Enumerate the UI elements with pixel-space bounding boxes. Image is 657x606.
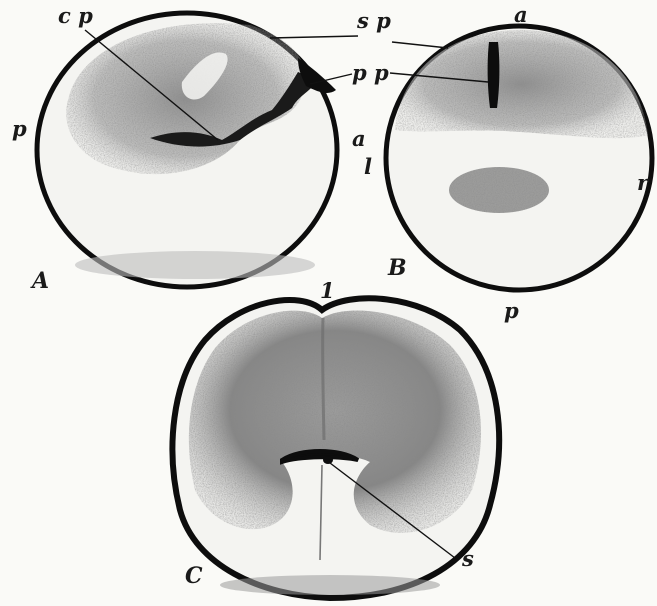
caption-b: B <box>388 257 407 279</box>
label-1: 1 <box>320 280 335 301</box>
embryo-b-primitive-groove <box>488 42 500 108</box>
label-a-b: a <box>514 4 528 25</box>
label-r: r <box>637 172 648 193</box>
label-pp: p p <box>352 62 389 83</box>
embryo-b <box>386 26 652 290</box>
caption-a: A <box>32 270 49 292</box>
embryo-c-sinus <box>323 456 333 464</box>
embryo-a <box>37 13 358 287</box>
label-sp-a: s p <box>357 10 391 31</box>
label-p-b: p <box>504 300 519 321</box>
label-a-a: a <box>352 128 366 149</box>
label-s: s <box>462 548 474 569</box>
leader-sp-b <box>392 42 448 48</box>
label-l: l <box>364 156 372 177</box>
embryo-c-lower-shadow <box>220 575 440 595</box>
embryo-b-central-spot-stipple <box>449 167 549 213</box>
leader-sp-a <box>270 36 358 38</box>
caption-c: C <box>185 565 203 587</box>
label-p-a: p <box>12 118 27 139</box>
embryo-a-lower-shadow <box>75 251 315 279</box>
label-cp: c p <box>58 5 93 26</box>
embryo-c-midline <box>323 318 324 440</box>
embryo-c <box>172 298 499 598</box>
